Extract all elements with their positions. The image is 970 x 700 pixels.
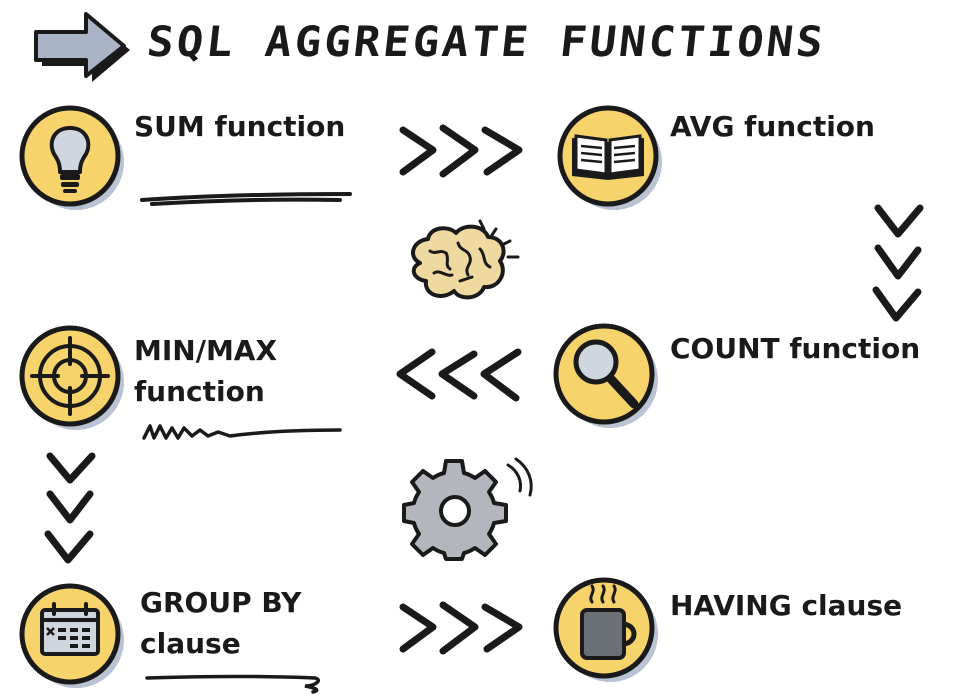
chevrons-left-icon xyxy=(396,348,522,402)
groupby-clause-label-2: clause xyxy=(140,627,241,660)
squiggle-underline xyxy=(142,424,342,440)
chevrons-right-icon xyxy=(399,601,523,655)
page-title: SQL AGGREGATE FUNCTIONS xyxy=(144,18,829,67)
groupby-clause-label: GROUP BY xyxy=(140,586,302,619)
chevrons-down-icon xyxy=(872,204,924,322)
avg-function-label: AVG function xyxy=(670,110,875,143)
sum-function-label: SUM function xyxy=(134,110,346,143)
right-arrow-icon xyxy=(34,12,130,82)
minmax-function-label: MIN/MAX xyxy=(134,334,278,367)
having-clause-label: HAVING clause xyxy=(670,589,903,622)
calendar-icon xyxy=(19,583,124,688)
target-icon xyxy=(19,325,124,430)
lightbulb-icon xyxy=(19,105,124,210)
count-function-label: COUNT function xyxy=(670,332,921,365)
magnifier-icon xyxy=(553,323,658,428)
brain-icon xyxy=(411,219,520,300)
minmax-function-label-2: function xyxy=(134,375,265,408)
chevrons-down-icon xyxy=(44,452,96,564)
gear-icon xyxy=(402,457,533,561)
book-icon xyxy=(557,105,662,210)
coffee-mug-icon xyxy=(553,577,658,682)
underline-scribble xyxy=(145,674,320,694)
chevrons-right-icon xyxy=(399,124,523,178)
underline-scribble xyxy=(140,192,352,206)
